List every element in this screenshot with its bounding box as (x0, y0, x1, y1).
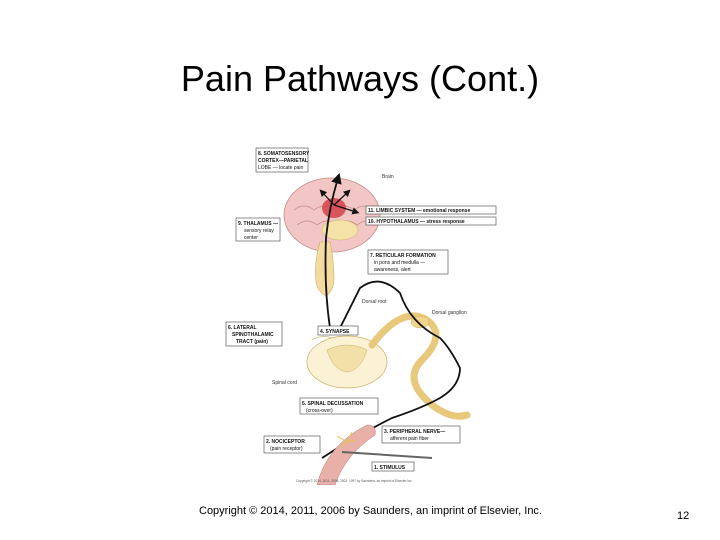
svg-text:8. SOMATOSENSORY: 8. SOMATOSENSORY (258, 151, 310, 157)
svg-text:awareness, alert: awareness, alert (374, 267, 411, 273)
svg-text:2. NOCICEPTOR: 2. NOCICEPTOR (266, 439, 305, 445)
svg-text:CORTEX—PARIETAL: CORTEX—PARIETAL (258, 158, 308, 164)
label-somatosensory: 8. SOMATOSENSORY CORTEX—PARIETAL LOBE — … (255, 147, 310, 173)
label-decussation: 5. SPINAL DECUSSATION (cross-over) (299, 397, 379, 415)
label-nociceptor: 2. NOCICEPTOR (pain receptor) (263, 435, 321, 454)
svg-text:in pons and medulla —: in pons and medulla — (374, 260, 425, 266)
svg-text:afferent pain fiber: afferent pain fiber (390, 436, 429, 442)
pain-pathway-diagram: 8. SOMATOSENSORY CORTEX—PARIETAL LOBE — … (225, 147, 497, 485)
label-thalamus: 9. THALAMUS — sensory relay center (235, 217, 281, 242)
nociceptor-endings (336, 431, 357, 449)
stimulus-needle (341, 451, 433, 459)
svg-text:LOBE — locate pain: LOBE — locate pain (258, 165, 304, 171)
brain-illustration (283, 177, 381, 253)
svg-text:sensory relay: sensory relay (244, 228, 274, 234)
svg-text:1. STIMULUS: 1. STIMULUS (374, 465, 406, 471)
label-synapse: 4. SYNAPSE (317, 325, 359, 336)
svg-text:(cross-over): (cross-over) (306, 408, 333, 414)
label-peripheral-nerve: 3. PERIPHERAL NERVE— afferent pain fiber (381, 425, 461, 444)
svg-text:center: center (244, 235, 258, 241)
svg-text:5. SPINAL DECUSSATION: 5. SPINAL DECUSSATION (302, 401, 364, 407)
svg-text:7. RETICULAR FORMATION: 7. RETICULAR FORMATION (370, 253, 436, 259)
pain-pathway-line (321, 172, 461, 459)
slide-title: Pain Pathways (Cont.) (180, 58, 540, 99)
copyright-notice: Copyright © 2014, 2011, 2006 by Saunders… (199, 505, 542, 517)
svg-text:4. SYNAPSE: 4. SYNAPSE (320, 329, 350, 335)
page-number: 12 (677, 510, 690, 522)
label-stimulus: 1. STIMULUS (371, 461, 415, 472)
figure-credit: Copyright © 2014, 2011, 2006, 2002, 1997… (296, 479, 413, 483)
svg-text:10. HYPOTHALAMUS — stress resp: 10. HYPOTHALAMUS — stress response (368, 219, 465, 225)
dorsal-root-nerve (368, 312, 471, 420)
svg-text:(pain receptor): (pain receptor) (270, 446, 303, 452)
spinal-cord-section (306, 335, 388, 389)
svg-text:3. PERIPHERAL NERVE—: 3. PERIPHERAL NERVE— (384, 429, 445, 435)
label-reticular: 7. RETICULAR FORMATION in pons and medul… (367, 249, 449, 275)
label-dorsal-ganglion: Dorsal ganglion (432, 310, 467, 316)
label-brain: Brain (382, 174, 394, 180)
label-hypothalamus: 10. HYPOTHALAMUS — stress response (365, 216, 497, 226)
label-lateral-spinothalamic: 6. LATERAL SPINOTHALAMIC TRACT (pain) (225, 321, 283, 347)
svg-text:SPINOTHALAMIC: SPINOTHALAMIC (232, 332, 274, 338)
label-limbic: 11. LIMBIC SYSTEM — emotional response (365, 205, 497, 215)
svg-text:TRACT (pain): TRACT (pain) (236, 339, 268, 345)
svg-text:11. LIMBIC SYSTEM — emotional: 11. LIMBIC SYSTEM — emotional response (368, 208, 470, 214)
label-dorsal-root: Dorsal root (362, 299, 387, 305)
svg-text:9. THALAMUS —: 9. THALAMUS — (238, 221, 278, 227)
svg-text:6. LATERAL: 6. LATERAL (228, 325, 257, 331)
label-spinal-cord: Spinal cord (272, 380, 297, 386)
skin-tissue (316, 424, 376, 485)
